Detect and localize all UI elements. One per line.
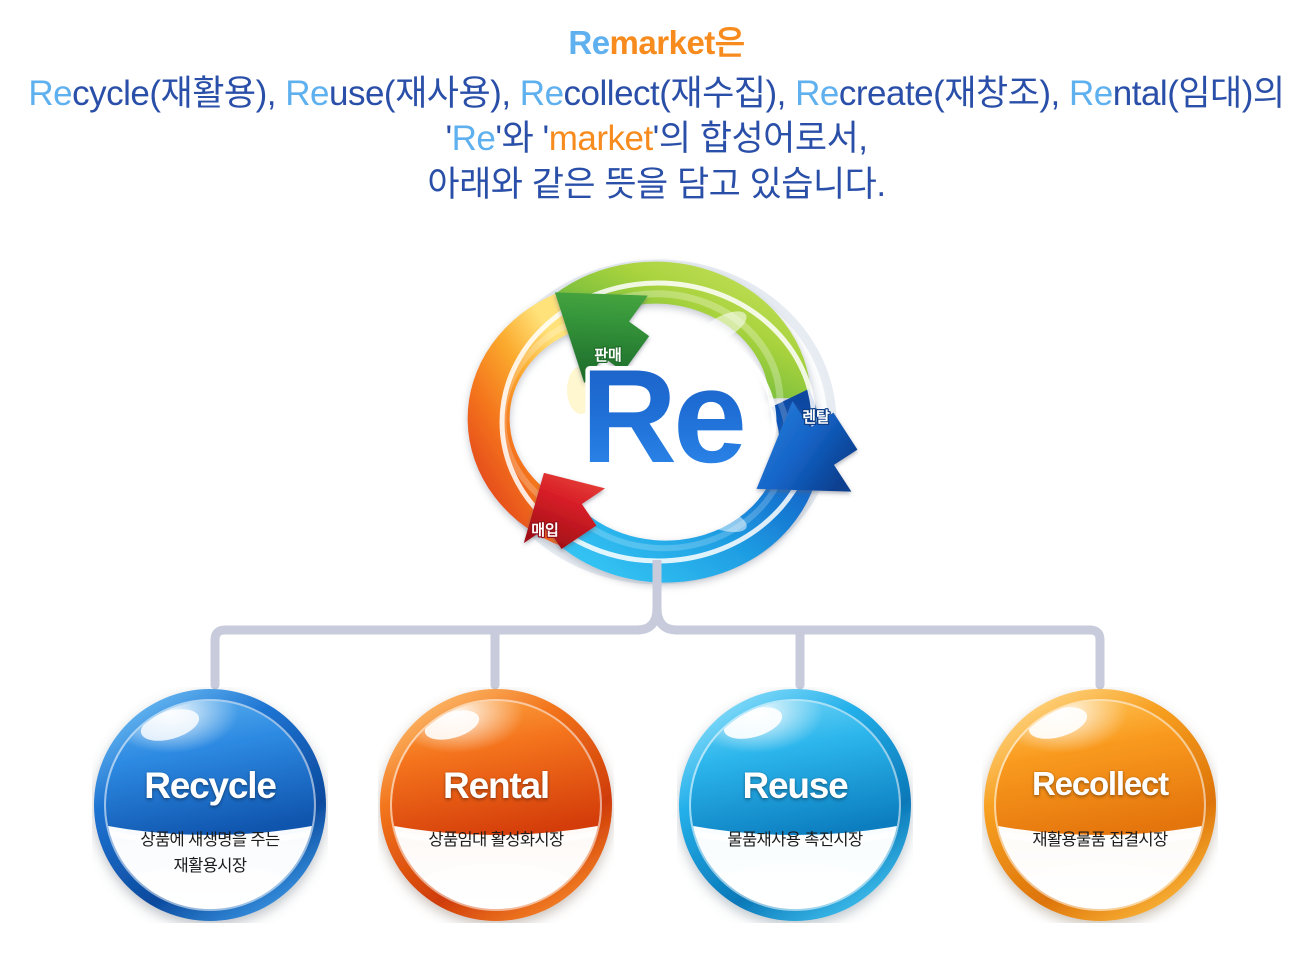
cycle-inner-edge: [539, 320, 777, 524]
headline-word-3: collect(재수집),: [563, 73, 796, 113]
headline-word-2: use(재사용),: [329, 73, 520, 113]
connector-branch-recollect: [672, 625, 1105, 690]
headline-line-4: 아래와 같은 뜻을 담고 있습니다.: [427, 164, 886, 204]
headline-conjunction: '와 ': [495, 119, 549, 159]
headline-re-3: Re: [519, 73, 564, 113]
headline-line-2: Recycle(재활용), Reuse(재사용), Recollect(재수집)…: [0, 71, 1313, 117]
headline-line-1: Remarket은: [0, 22, 1313, 65]
cycle-specular-green: [699, 311, 747, 343]
headline-word-1: cycle(재활용),: [72, 73, 286, 113]
orb-face: [691, 701, 899, 909]
headline-re-4: Re: [795, 73, 839, 113]
connector-tree: [0, 560, 1313, 720]
headline-market-suffix: market은: [609, 24, 746, 61]
orb-face: [996, 701, 1204, 909]
orb-recollect[interactable]: Recollect 재활용물품 집결시장: [982, 687, 1218, 923]
orb-recycle[interactable]: Recycle 상품에 새생명을 주는 재활용시장: [92, 687, 328, 923]
connector-branch-rental: [490, 625, 642, 690]
orb-face: [106, 701, 314, 909]
connector-branch-reuse: [672, 625, 805, 690]
orb-face: [392, 701, 600, 909]
arrow-purchase-label: 매입: [531, 522, 559, 539]
headline-re-2: Re: [285, 73, 329, 113]
cycle-specular-blue: [689, 504, 747, 532]
arrow-sell: [554, 292, 650, 383]
headline-quote-1: ': [445, 119, 452, 159]
arrow-rental: [756, 401, 858, 492]
headline-market-token: market: [548, 119, 653, 159]
headline-re-5: Re: [1069, 73, 1113, 113]
cycle-specular-orange: [567, 366, 595, 414]
orb-rental[interactable]: Rental 상품임대 활성화시장: [378, 687, 614, 923]
headline-block: Remarket은 Recycle(재활용), Reuse(재사용), Reco…: [0, 22, 1313, 207]
cycle-center-label: Re: [581, 343, 743, 491]
connector-branch-recycle: [210, 625, 642, 690]
arrow-purchase: [523, 472, 606, 550]
arrow-rental-label: 렌탈: [802, 409, 830, 426]
headline-word-5: ntal(임대)의: [1112, 73, 1285, 113]
headline-line-3: 'Re'와 'market'의 합성어로서,: [0, 116, 1313, 162]
re-cycle-diagram: 판매 렌탈 매입 Re: [418, 250, 898, 595]
arrow-sell-label: 판매: [594, 347, 622, 364]
headline-word-4: create(재창조),: [838, 73, 1070, 113]
headline-re-prefix: Re: [568, 24, 610, 61]
headline-re-token: Re: [451, 119, 496, 159]
headline-quote-3: '의 합성어로서,: [652, 119, 868, 159]
orb-reuse[interactable]: Reuse 물품재사용 촉진시장: [677, 687, 913, 923]
headline-re-1: Re: [28, 73, 73, 113]
